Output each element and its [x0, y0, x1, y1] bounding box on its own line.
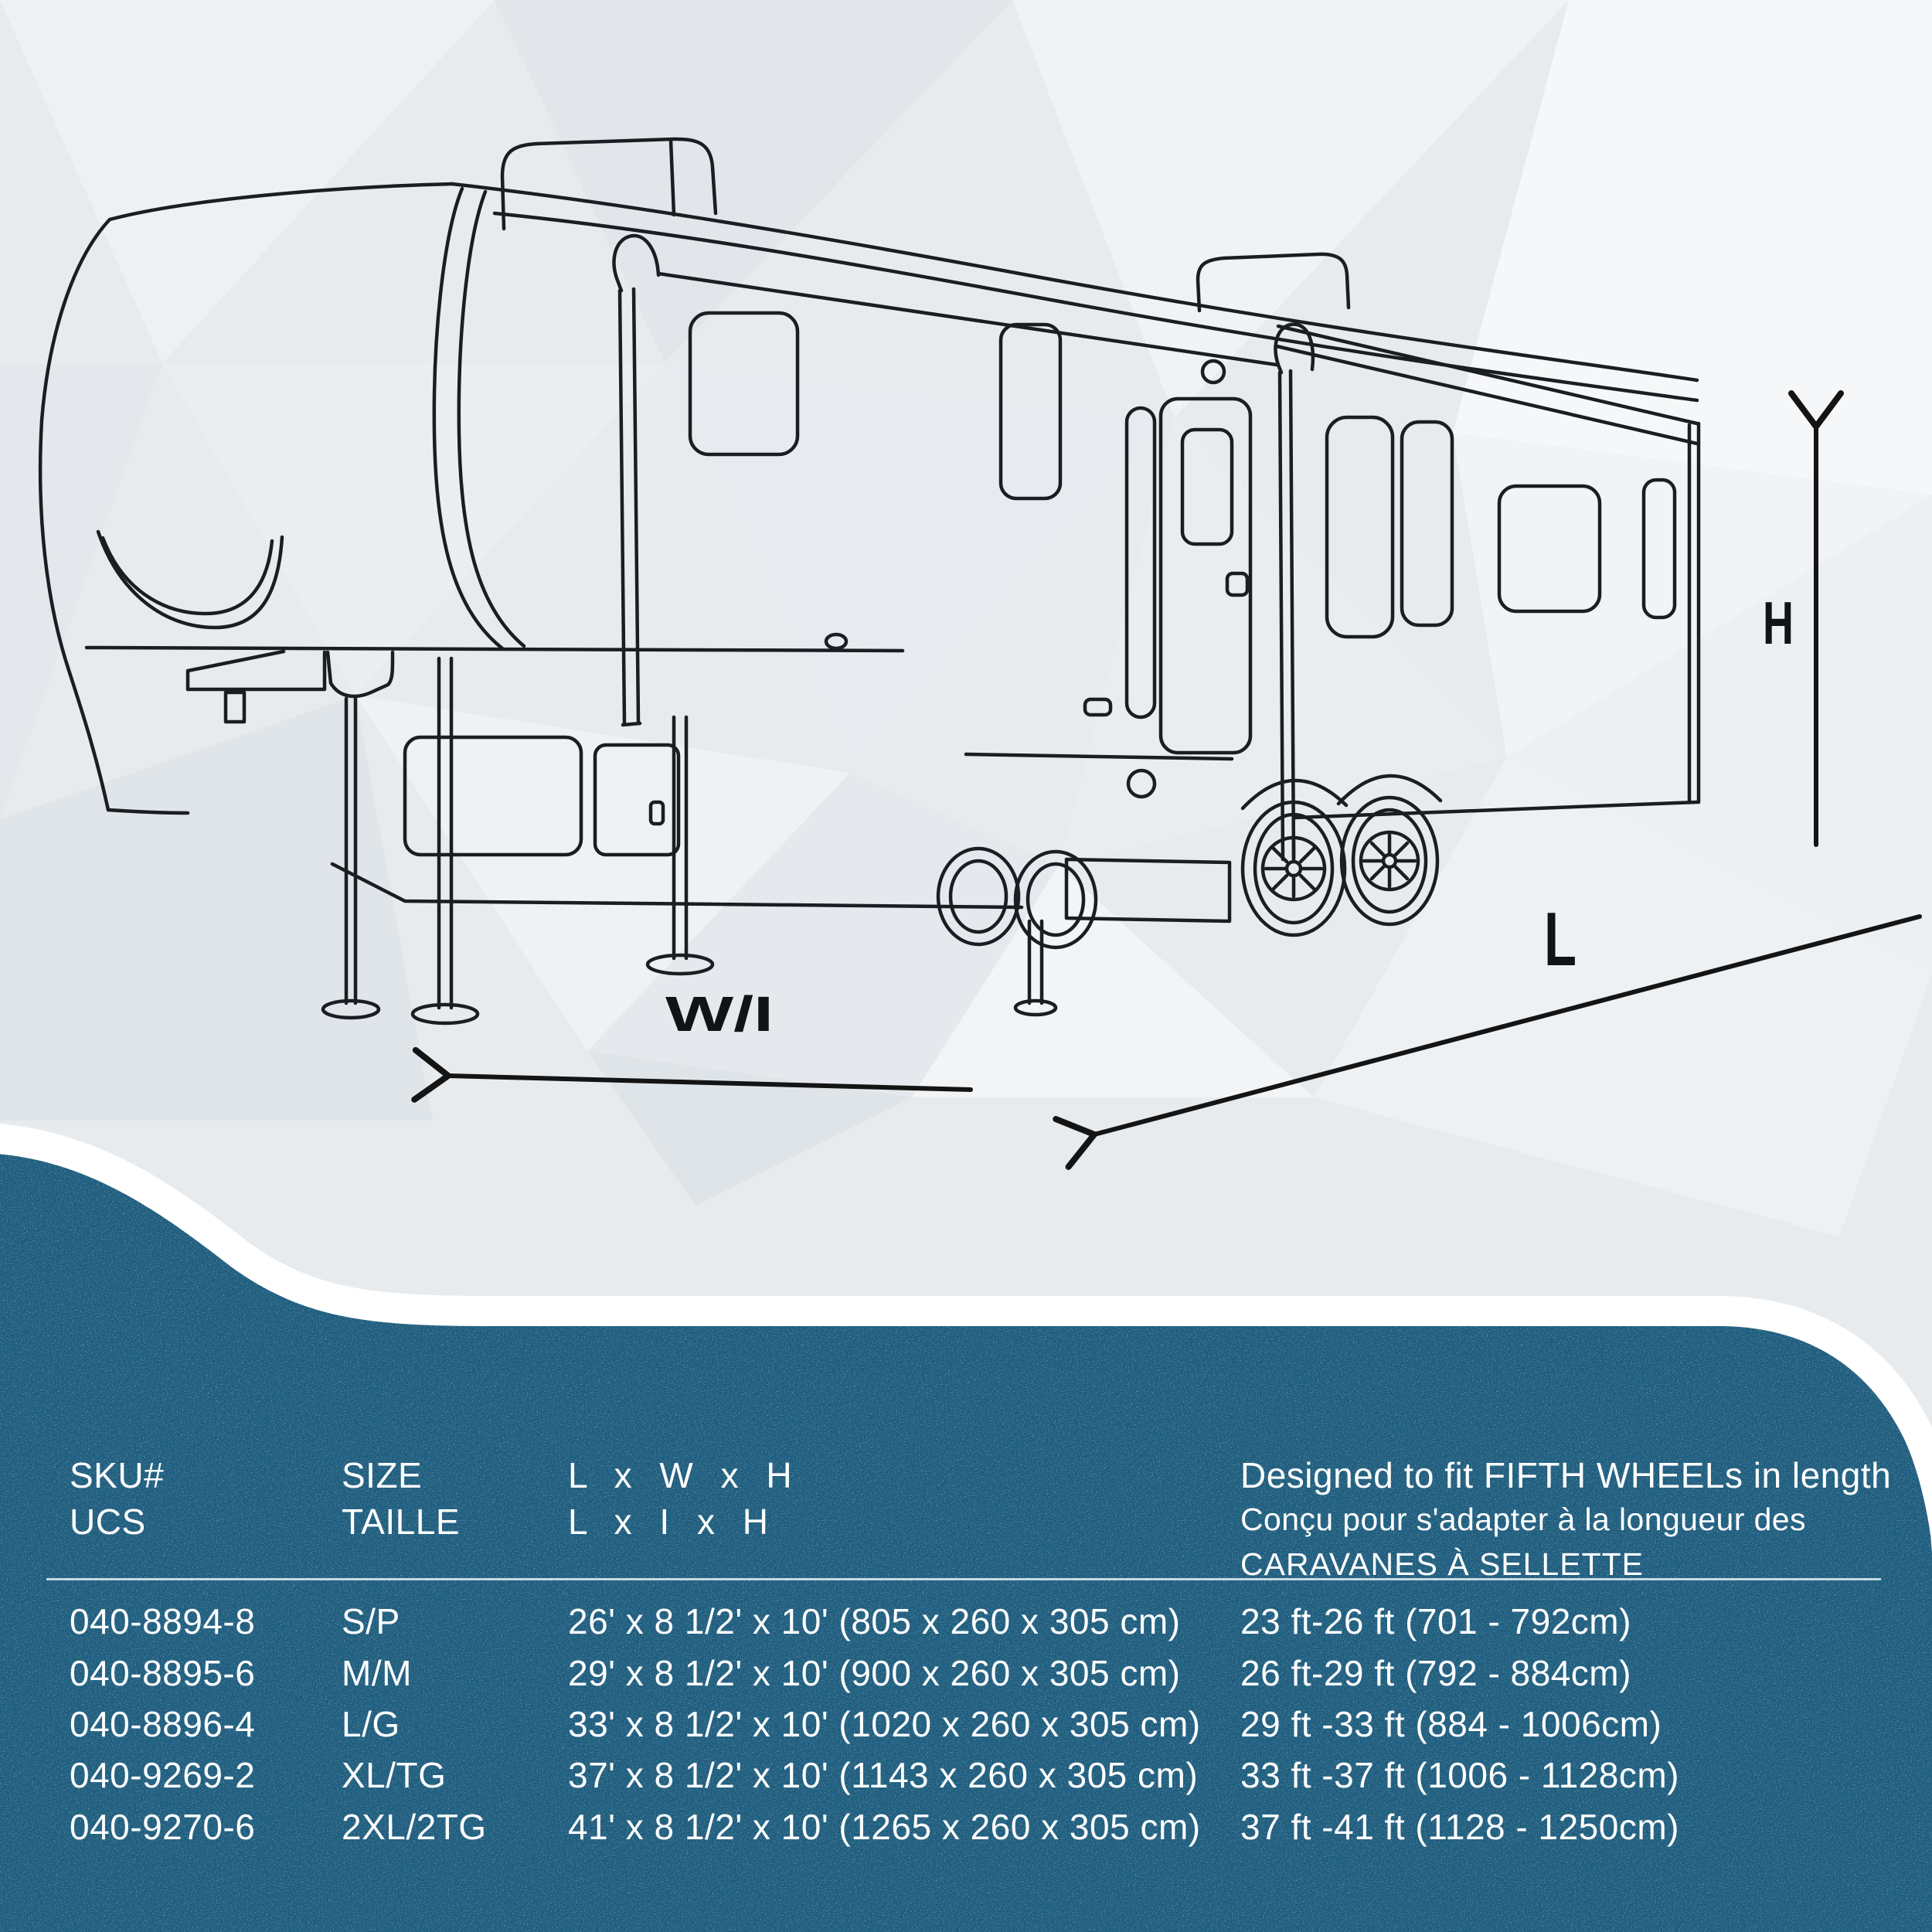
dimension-labels: H L W/I: [665, 589, 1794, 1042]
width-arrow: [411, 1046, 973, 1103]
table-header-dims-fr: L x I x H: [568, 1502, 769, 1542]
row-fit: 37 ft -41 ft (1128 - 1250cm): [1240, 1807, 1679, 1847]
table-separator: [46, 1578, 1881, 1580]
side-window-2: [998, 322, 1063, 501]
awning-arm: [612, 233, 661, 293]
row-sku: 040-8895-6: [70, 1653, 256, 1693]
table-header-fit-fr: Conçu pour s'adapter à la longueur des: [1240, 1502, 1806, 1537]
fifth-wheel-drawing: [38, 137, 1701, 1026]
row-sku: 040-8896-4: [70, 1704, 256, 1744]
row-size: S/P: [342, 1601, 400, 1641]
row-fit: 29 ft -33 ft (884 - 1006cm): [1240, 1704, 1662, 1744]
compartment-door: [403, 735, 583, 857]
row-sku: 040-9270-6: [70, 1807, 256, 1847]
entry-door: [1158, 396, 1253, 755]
row-fit: 33 ft -37 ft (1006 - 1128cm): [1240, 1755, 1679, 1795]
row-dims: 29' x 8 1/2' x 10' (900 x 260 x 305 cm): [568, 1653, 1181, 1693]
grab-handle: [1124, 406, 1157, 719]
row-size: XL/TG: [342, 1755, 447, 1795]
row-dims: 33' x 8 1/2' x 10' (1020 x 260 x 305 cm): [568, 1704, 1201, 1744]
door-window: [1180, 427, 1234, 546]
landing-gear: [321, 656, 715, 1026]
compartment-door-2: [593, 743, 681, 857]
row-dims: 37' x 8 1/2' x 10' (1143 x 260 x 305 cm): [568, 1755, 1199, 1795]
row-sku: 040-9269-2: [70, 1755, 256, 1795]
roofline: [450, 182, 1699, 383]
roof-ac-unit: [500, 137, 718, 231]
table-header-size-fr: TAILLE: [342, 1502, 460, 1542]
table-header-dims: L x W x H: [568, 1455, 793, 1495]
table-header-size: SIZE: [342, 1455, 423, 1495]
wheels: [1240, 795, 1440, 937]
width-label: W/I: [665, 986, 774, 1042]
roof-ac-unit-2: [1196, 252, 1351, 313]
length-label: L: [1544, 896, 1577, 981]
row-dims: 41' x 8 1/2' x 10' (1265 x 260 x 305 cm): [568, 1807, 1201, 1847]
row-fit: 23 ft-26 ft (701 - 792cm): [1240, 1601, 1631, 1641]
front-cap: [38, 182, 454, 812]
row-size: L/G: [342, 1704, 400, 1744]
side-window: [688, 311, 800, 457]
height-label: H: [1763, 589, 1794, 657]
row-size: 2XL/2TG: [342, 1807, 487, 1847]
dimension-arrows: [411, 390, 1922, 1170]
row-sku: 040-8894-8: [70, 1601, 256, 1641]
row-size: M/M: [342, 1653, 412, 1693]
row-dims: 26' x 8 1/2' x 10' (805 x 260 x 305 cm): [568, 1601, 1181, 1641]
table-header-fit-fr2: CARAVANES À SELLETTE: [1240, 1546, 1645, 1582]
far-wheels: [936, 846, 1098, 950]
gooseneck-cutout: [96, 529, 284, 630]
table-header-fit: Designed to fit FIFTH WHEELs in length: [1240, 1455, 1892, 1495]
background-facets: [1453, 0, 1932, 495]
table-header-sku: SKU#: [70, 1455, 165, 1495]
table-header-sku-fr: UCS: [70, 1502, 146, 1542]
row-fit: 26 ft-29 ft (792 - 884cm): [1240, 1653, 1631, 1693]
length-arrow: [1053, 914, 1922, 1170]
slide-out: [1274, 324, 1701, 820]
